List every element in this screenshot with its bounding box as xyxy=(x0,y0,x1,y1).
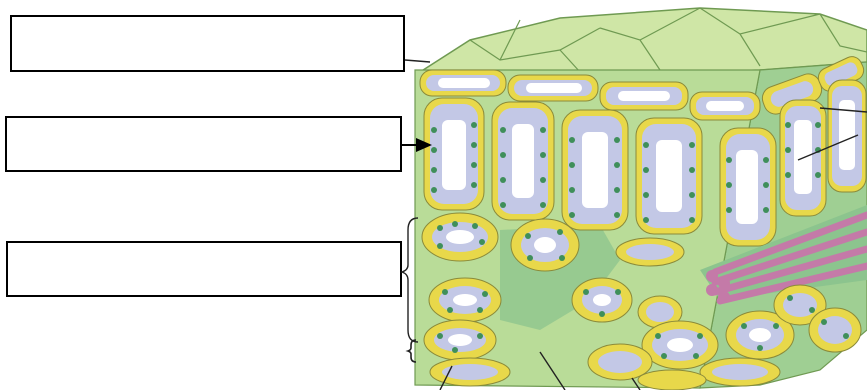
spongy-cell xyxy=(809,308,861,352)
epidermis-cell xyxy=(420,70,506,96)
epidermis-cell xyxy=(508,75,598,101)
spongy-cell xyxy=(700,358,780,386)
palisade-cell xyxy=(424,98,484,210)
palisade-cell xyxy=(562,110,628,230)
spongy-cell xyxy=(429,278,501,322)
epidermis-top-surface xyxy=(420,8,867,76)
spongy-cell xyxy=(422,213,498,261)
palisade-cell xyxy=(828,80,866,192)
palisade-cell xyxy=(492,102,554,220)
spongy-cell xyxy=(511,219,579,271)
pointer-line-1 xyxy=(405,60,430,62)
spongy-cell xyxy=(424,320,496,360)
spongy-cell xyxy=(638,370,706,390)
spongy-cell xyxy=(642,321,718,369)
epidermis-cell xyxy=(690,92,760,120)
spongy-cell xyxy=(616,238,684,266)
palisade-cell xyxy=(636,118,702,234)
spongy-cell xyxy=(430,358,510,386)
epidermis-cell xyxy=(600,82,688,110)
